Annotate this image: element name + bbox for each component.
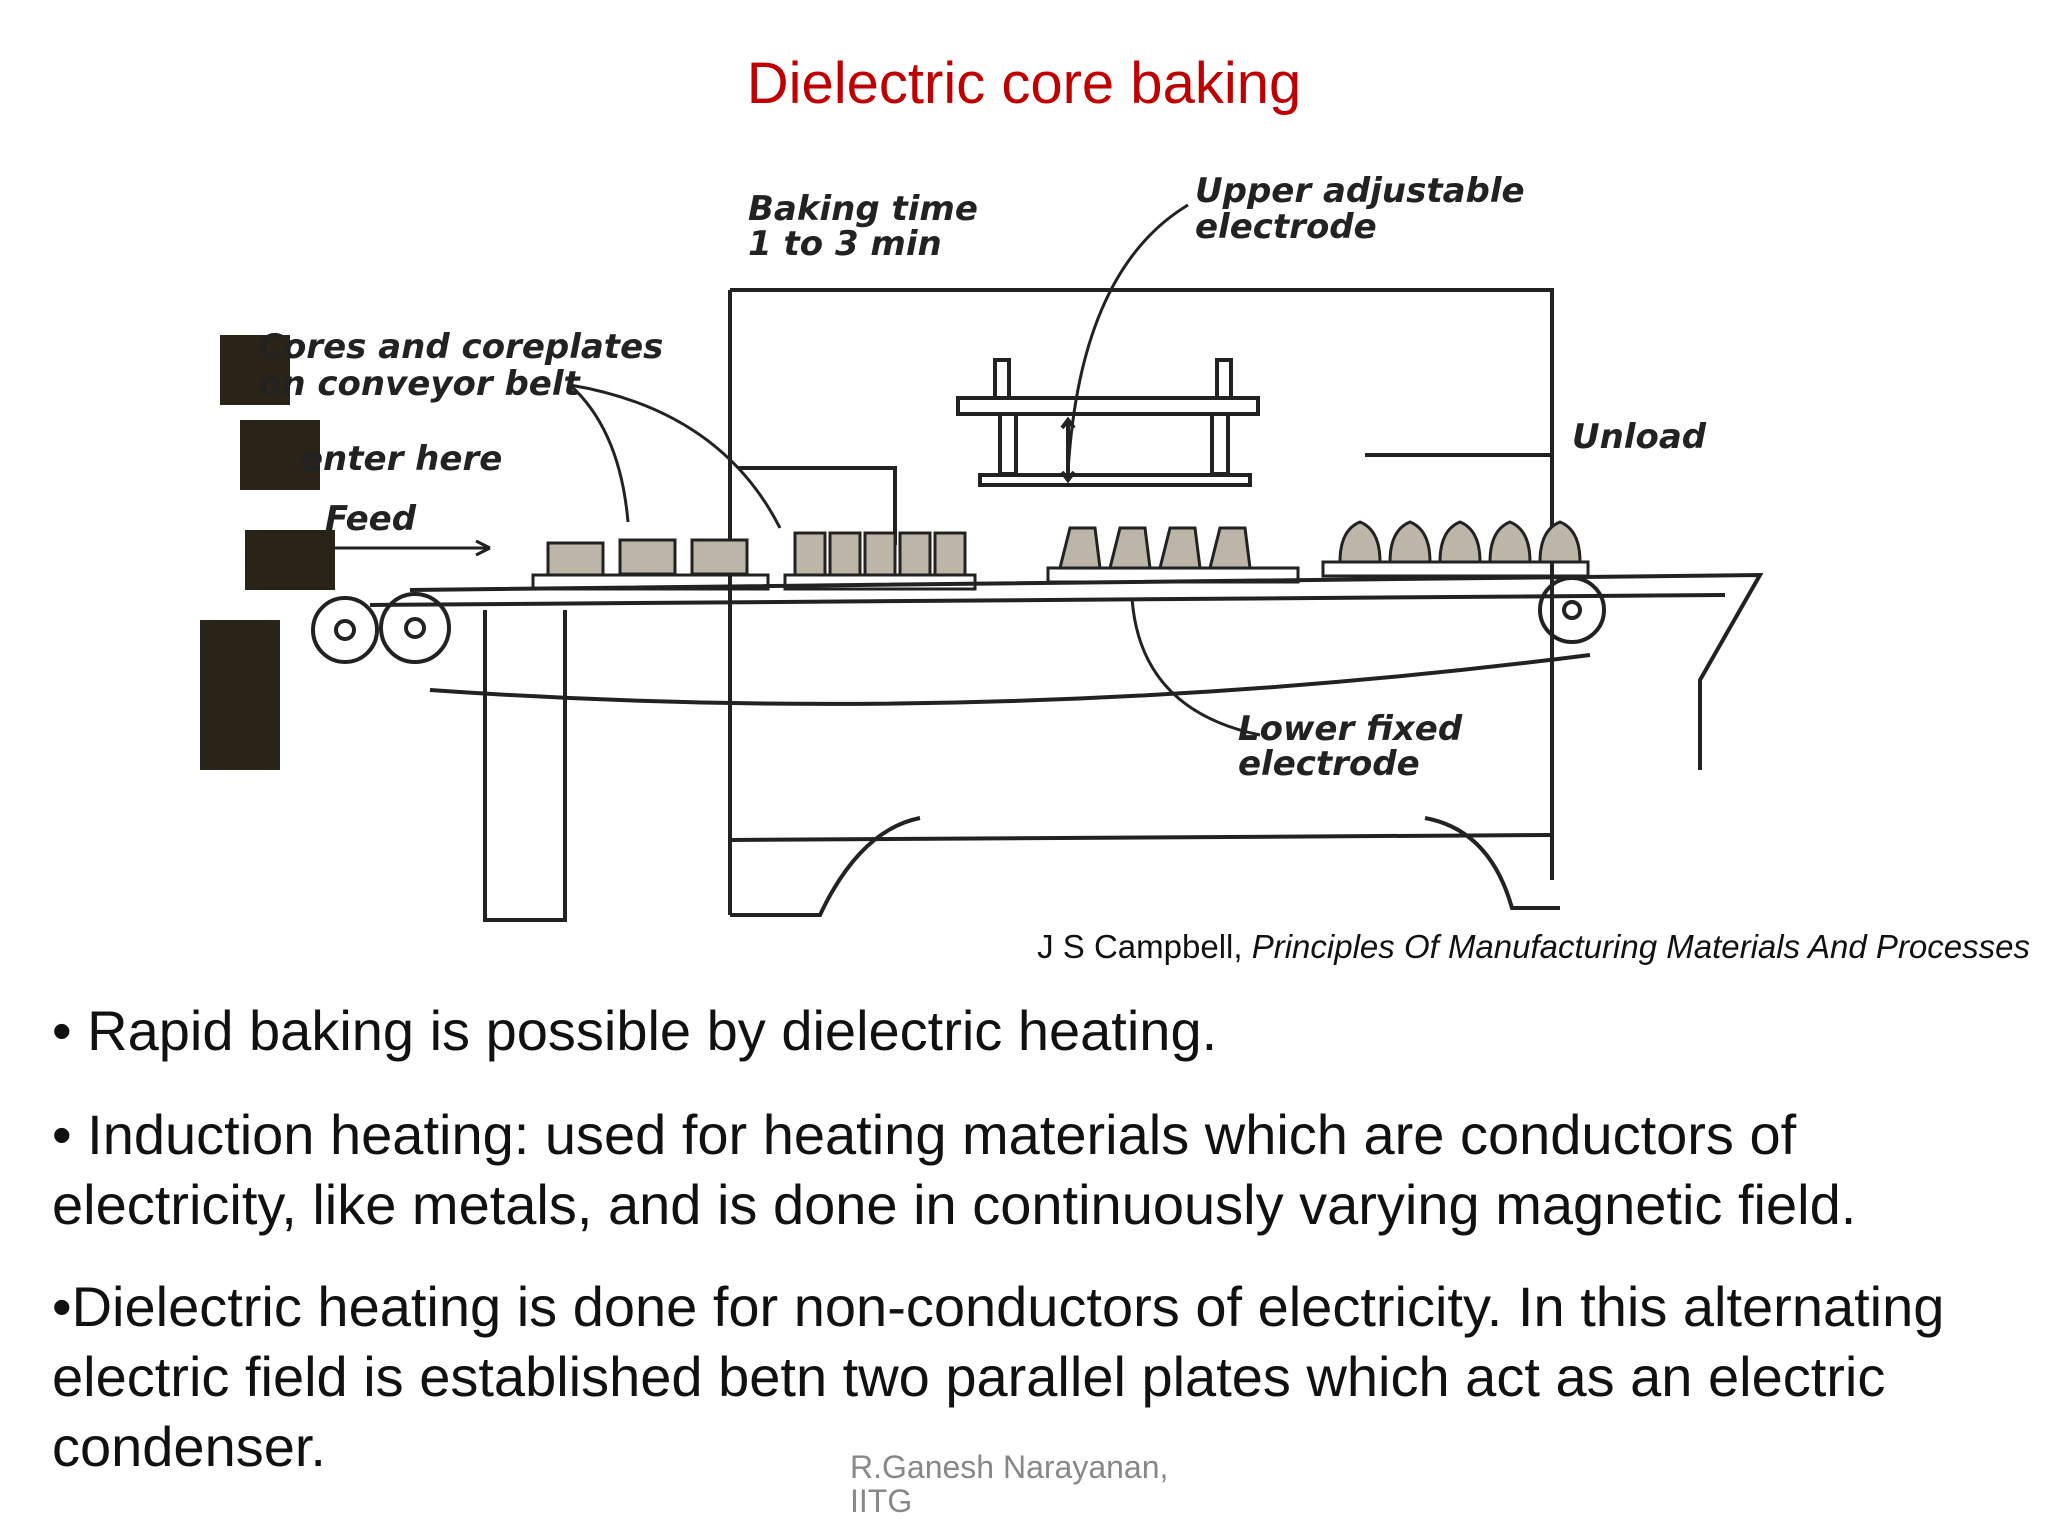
label-upper-electrode-2: electrode — [1195, 207, 1377, 247]
footer-author: R.Ganesh Narayanan, — [850, 1449, 1169, 1485]
label-lower-electrode-2: electrode — [1238, 744, 1420, 784]
end-pulley — [1538, 576, 1606, 644]
bullet-induction-heating: • Induction heating: used for heating ma… — [52, 1103, 1857, 1236]
label-cores: Cores and coreplates — [258, 327, 663, 367]
label-conveyor-belt: on conveyor belt — [258, 364, 582, 404]
left-dark-strip — [200, 335, 335, 770]
label-baking-duration: 1 to 3 min — [748, 224, 942, 264]
conveyor-frame — [369, 572, 1764, 922]
label-unload: Unload — [1572, 417, 1707, 457]
core-plates — [531, 520, 1590, 591]
label-upper-electrode: Upper adjustable — [1195, 171, 1525, 211]
figure-citation: J S Campbell, Principles Of Manufacturin… — [1037, 928, 2030, 966]
bullet-rapid-baking: • Rapid baking is possible by dielectric… — [52, 999, 1218, 1062]
slide-title: Dielectric core baking — [746, 51, 1302, 116]
citation-author: J S Campbell, — [1037, 928, 1252, 965]
citation-book: Principles Of Manufacturing Materials An… — [1251, 928, 2030, 965]
drive-gears — [311, 592, 451, 664]
leader-arrows — [325, 203, 1261, 737]
footer-institute: IITG — [850, 1483, 913, 1519]
label-feed: Feed — [325, 499, 417, 539]
section-covers — [738, 453, 1550, 545]
label-lower-electrode: Lower fixed — [1238, 709, 1463, 749]
dielectric-baking-diagram: Baking time 1 to 3 min Upper adjustable … — [200, 150, 1780, 930]
label-enter-here: enter here — [300, 439, 502, 479]
bullet-dielectric-heating: •Dielectric heating is done for non-cond… — [52, 1275, 1945, 1478]
upper-electrode — [956, 358, 1260, 487]
label-baking-time: Baking time — [748, 189, 978, 229]
footer-credit: R.Ganesh Narayanan, IITG — [850, 1450, 1168, 1518]
